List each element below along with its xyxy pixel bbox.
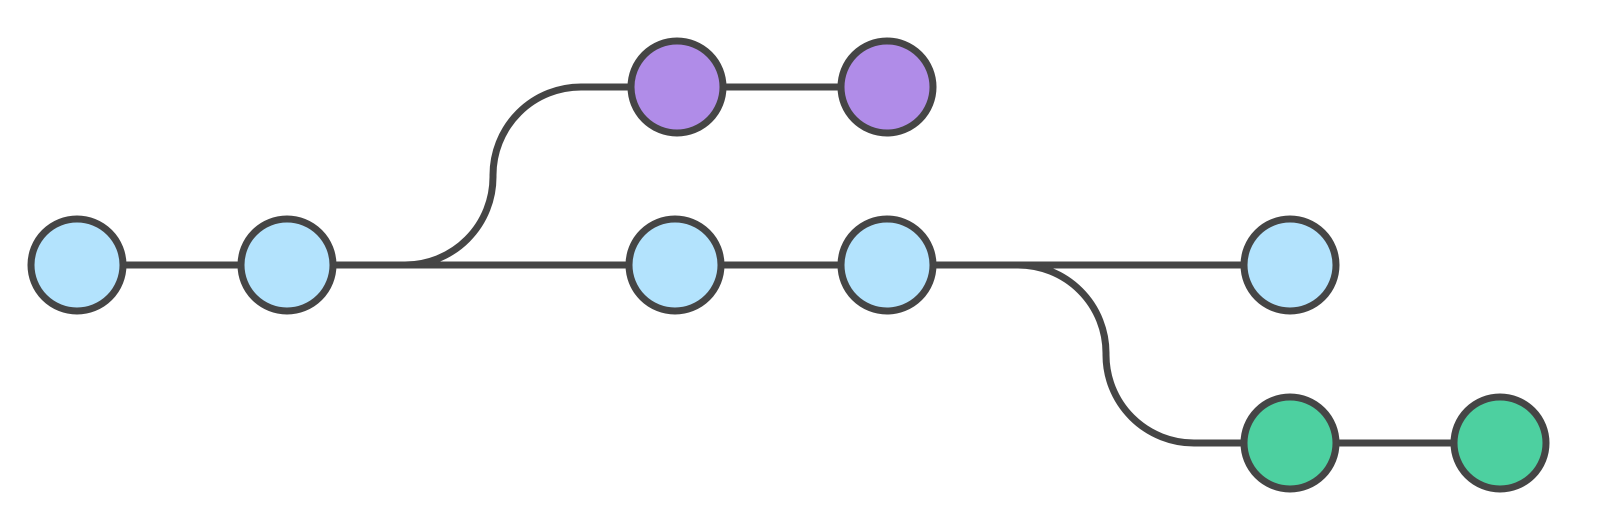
commit-nodes [27,37,1550,493]
commit-node-main-1 [27,215,127,315]
commit-node-feature-1 [627,37,727,137]
commit-node-feature-2 [837,37,937,137]
commit-node-main-5 [1240,215,1340,315]
commit-node-hotfix-2 [1450,393,1550,493]
commit-node-main-4 [837,215,937,315]
feature-fork-line [287,83,677,269]
hotfix-fork-line [887,261,1290,447]
commit-node-main-3 [625,215,725,315]
commit-node-hotfix-1 [1240,393,1340,493]
commit-node-main-2 [237,215,337,315]
